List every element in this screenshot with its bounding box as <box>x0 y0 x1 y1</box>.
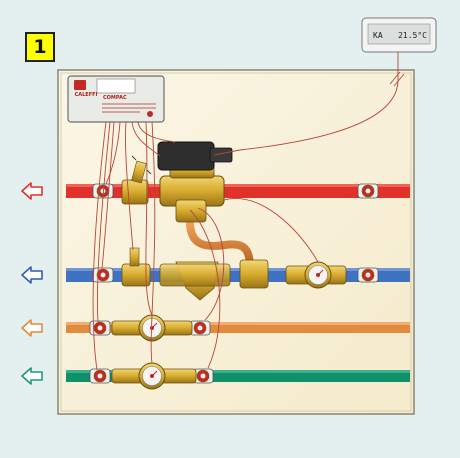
red-line-brass-fitting <box>121 179 149 205</box>
thermostat-display-left: KA <box>373 30 383 40</box>
red-line-valve-right <box>357 183 379 199</box>
room-thermostat <box>361 17 437 53</box>
controller-logo: CALEFFI <box>74 92 98 98</box>
controller-unit <box>67 75 165 123</box>
arrow-red-icon <box>21 182 43 200</box>
green-line-flow-meter <box>138 362 166 390</box>
arrow-blue-icon <box>21 266 43 284</box>
arrow-green-icon <box>21 367 43 385</box>
orange-pipe <box>66 322 410 333</box>
blue-line-flow-meter <box>304 261 332 289</box>
green-line-valve-left <box>89 368 111 384</box>
actuator-motor <box>157 141 215 171</box>
thermostat-display: KA 21.5°C <box>370 26 430 44</box>
controller-model: COMPAC <box>103 95 127 101</box>
blue-line-valve-right <box>357 267 379 283</box>
arrow-orange-icon <box>21 319 43 337</box>
wire-clamps <box>131 155 152 175</box>
orange-line-valve-right <box>189 320 211 336</box>
diagram-number-badge: 1 <box>25 32 55 62</box>
thermostat-display-right: 21.5°C <box>398 30 427 40</box>
control-wiring <box>92 52 405 371</box>
red-pipe <box>66 184 410 198</box>
copper-bypass-pipe <box>186 218 254 272</box>
blue-line-valve-left <box>92 267 114 283</box>
